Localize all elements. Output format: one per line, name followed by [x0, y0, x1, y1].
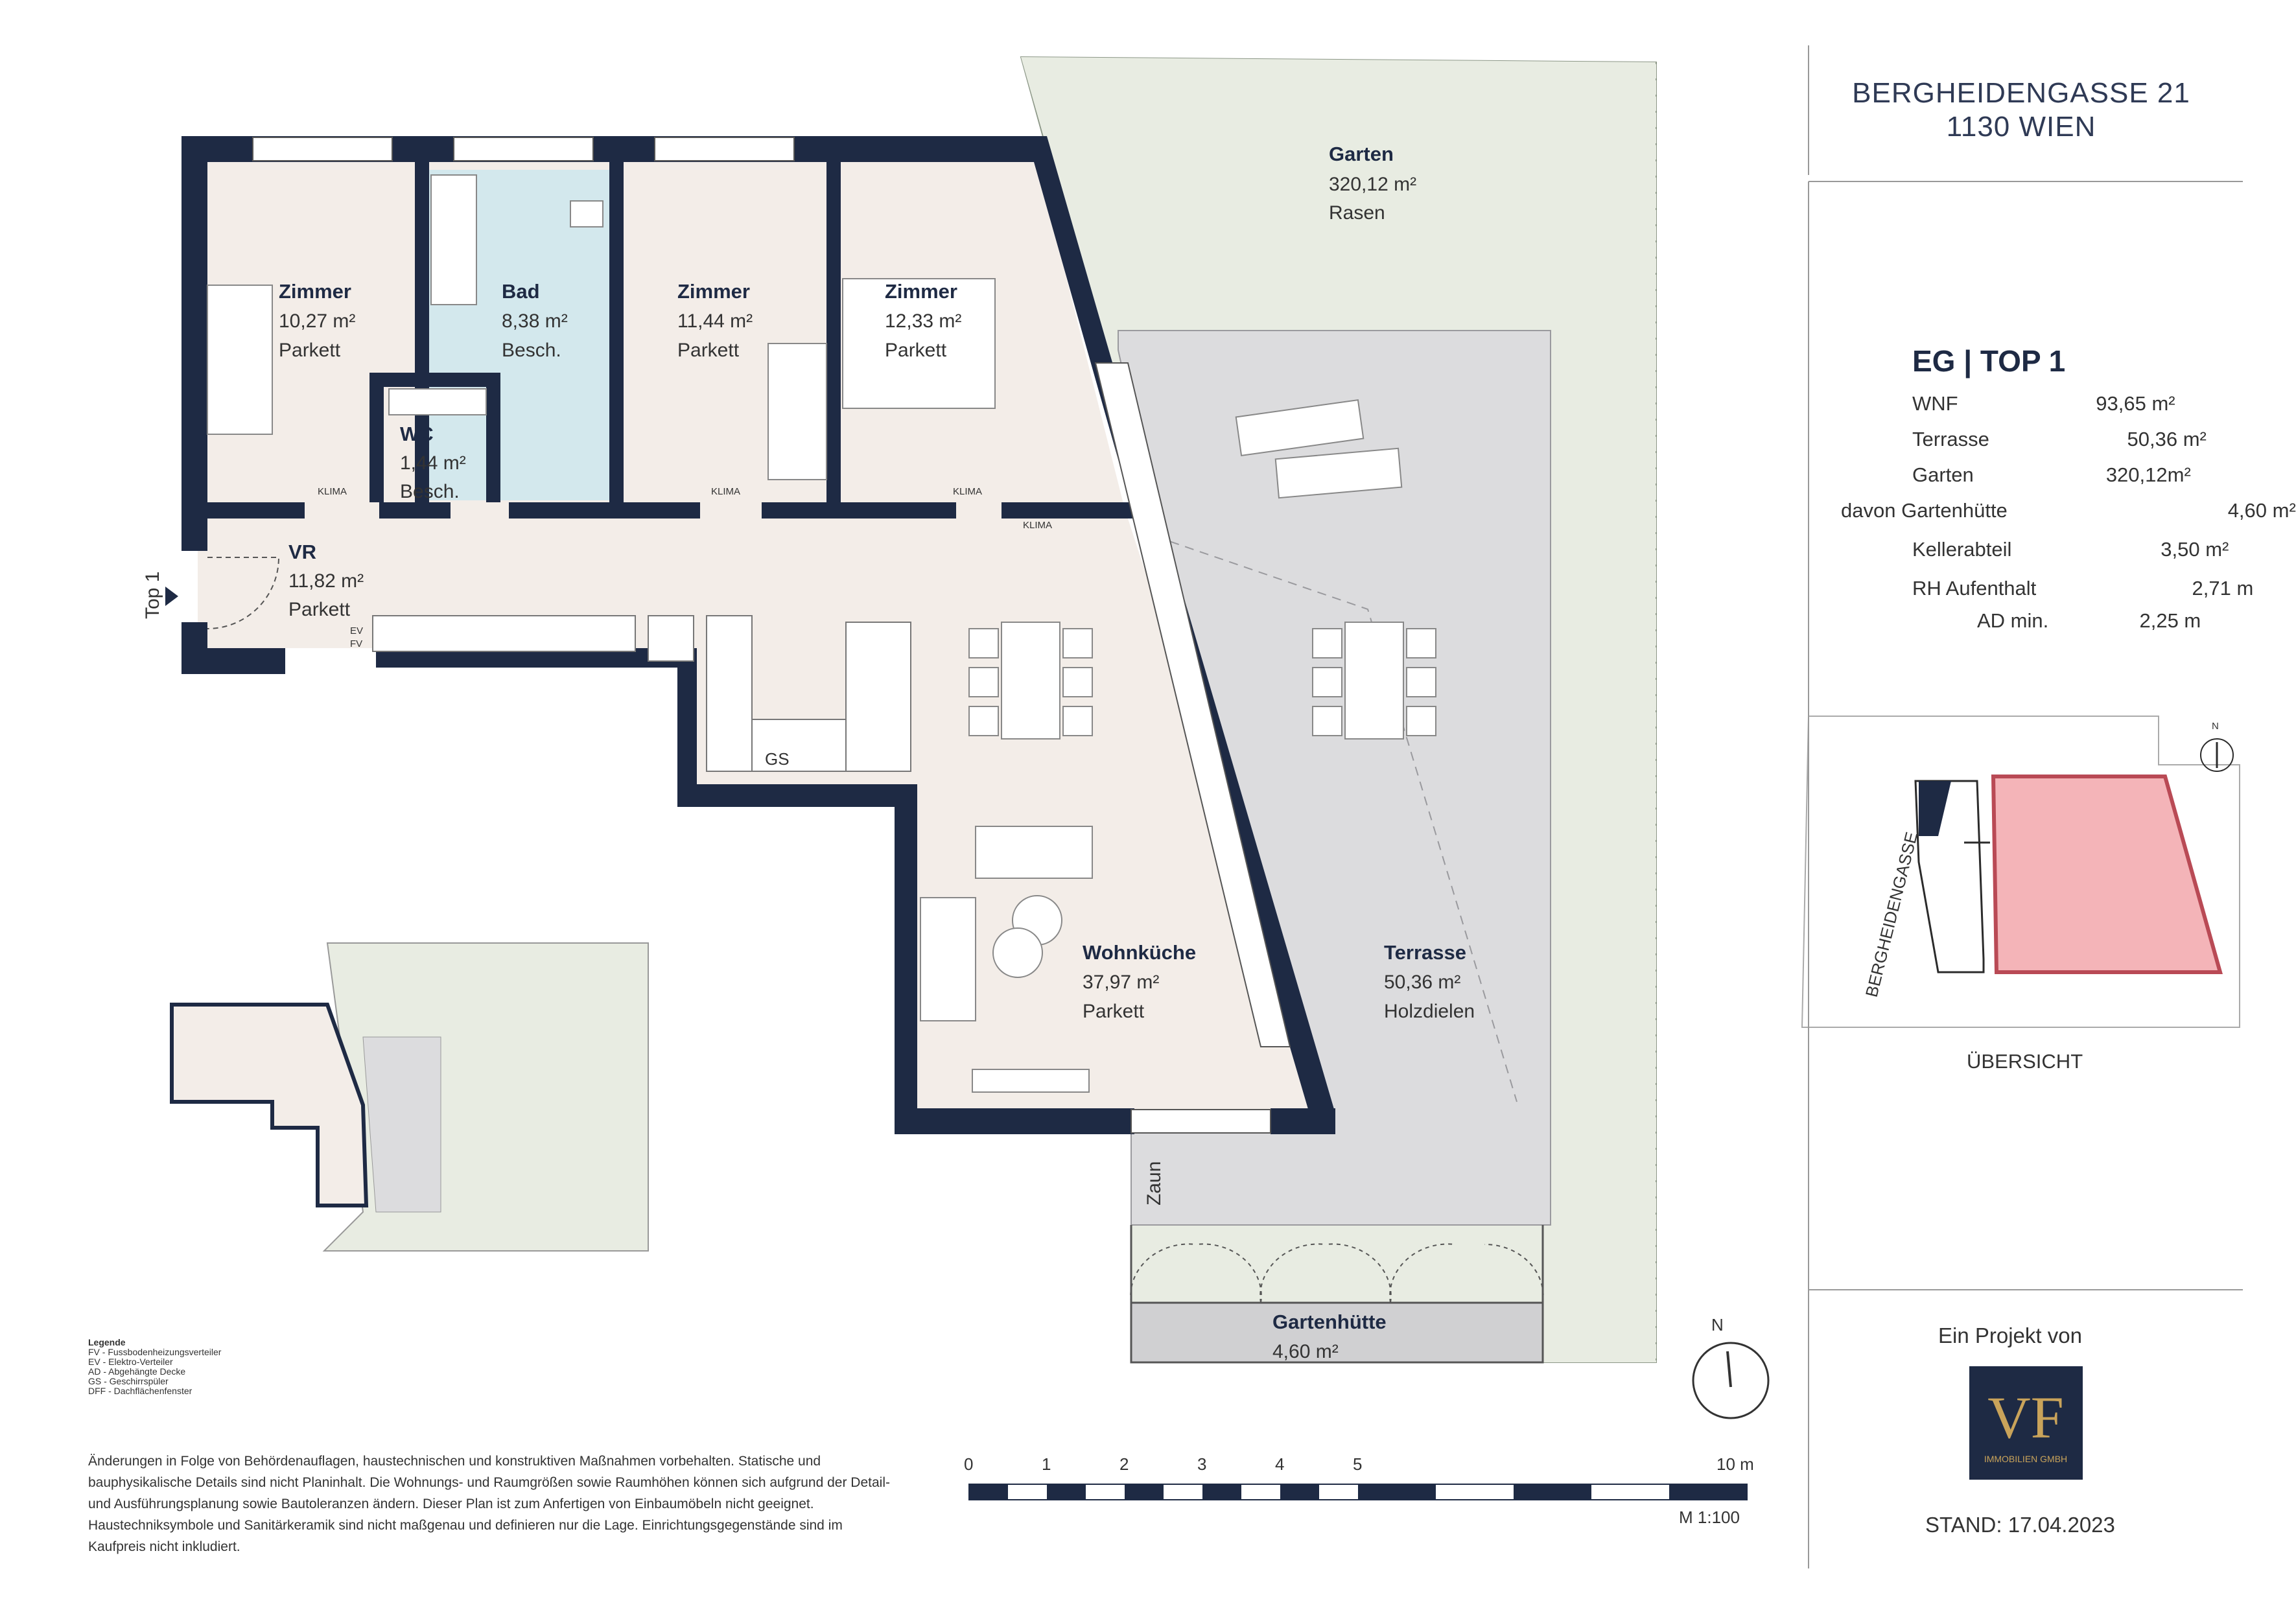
- legend: Legende FV - Fussbodenheizungsverteiler …: [88, 1338, 221, 1396]
- mini-apartment: [170, 1003, 369, 1207]
- address-line1: BERGHEIDENGASSE 21: [1852, 77, 2190, 109]
- height-row-ad: AD min. 2,25 m: [1977, 609, 2201, 633]
- room-wc-name: WC: [400, 423, 434, 445]
- entry-label: Top 1: [142, 572, 163, 619]
- scale-tick-0: 0: [964, 1454, 973, 1474]
- overview-north-label: N: [2212, 721, 2219, 732]
- room-garten-floor: Rasen: [1329, 202, 1385, 224]
- room-labels: Garten 320,12 m² Rasen Zimmer 10,27 m² P…: [279, 143, 1475, 1362]
- scale-tick-5: 5: [1353, 1454, 1362, 1474]
- legend-title: Legende: [88, 1337, 126, 1347]
- room-bad-name: Bad: [502, 280, 540, 303]
- klima-label-3: KLIMA: [953, 486, 982, 497]
- room-wc-floor: Besch.: [400, 481, 460, 502]
- area-row-terrasse: Terrasse 50,36 m²: [1912, 428, 2207, 451]
- address-line2: 1130 WIEN: [1946, 111, 2096, 143]
- overview-street-label: BERGHEIDENGASSE: [1862, 830, 1921, 999]
- developer-logo: [1969, 1366, 2083, 1480]
- room-garten-name: Garten: [1329, 143, 1394, 165]
- room-vr-name: VR: [288, 541, 316, 563]
- scale-tick-1: 1: [1042, 1454, 1051, 1474]
- fv-label: FV: [350, 638, 362, 649]
- room-gartenhuette-area: 4,60 m²: [1272, 1341, 1339, 1362]
- gartenhuette: [1130, 1301, 1544, 1364]
- room-bad-area: 8,38 m²: [502, 310, 568, 332]
- area-value: 4,60 m²: [2227, 499, 2296, 522]
- height-row-rh: RH Aufenthalt 2,71 m: [1912, 577, 2253, 600]
- kitchen: [372, 615, 911, 772]
- plan-small-labels: KLIMA KLIMA KLIMA KLIMA Top 1 EV FV GS Z…: [142, 486, 1724, 1334]
- overview-map: [1801, 716, 2240, 1028]
- room-terrasse-area: 50,36 m²: [1384, 972, 1460, 993]
- overview-label: ÜBERSICHT: [1967, 1050, 2083, 1073]
- room-bad-floor: Besch.: [502, 340, 561, 361]
- scale-ratio: M 1:100: [1679, 1508, 1740, 1527]
- area-label: Kellerabteil: [1912, 538, 2012, 561]
- zaun-label: Zaun: [1143, 1161, 1165, 1206]
- scale-end: 10 m: [1716, 1454, 1754, 1474]
- klima-label-1: KLIMA: [318, 486, 347, 497]
- room-zimmer3-floor: Parkett: [885, 340, 947, 361]
- room-zimmer1-name: Zimmer: [279, 280, 351, 303]
- compass: [1692, 1342, 1770, 1419]
- room-wohnkueche-name: Wohnküche: [1083, 941, 1196, 964]
- room-wohnkueche-floor: Parkett: [1083, 1001, 1145, 1022]
- area-label: WNF: [1912, 392, 1958, 415]
- room-zimmer2-floor: Parkett: [677, 340, 740, 361]
- compass-north-label: N: [1711, 1315, 1724, 1334]
- logo-text: VF: [1987, 1384, 2064, 1451]
- address-block: BERGHEIDENGASSE 21 1130 WIEN: [1801, 76, 2242, 144]
- legend-item: EV - Elektro-Verteiler: [88, 1357, 173, 1367]
- developer-intro: Ein Projekt von: [1938, 1323, 2082, 1347]
- room-zimmer1-area: 10,27 m²: [279, 310, 355, 332]
- legend-item: GS - Geschirrspüler: [88, 1376, 169, 1386]
- room-terrasse-floor: Holzdielen: [1384, 1001, 1475, 1022]
- room-vr-area: 11,82 m²: [288, 570, 364, 592]
- room-wohnkueche-area: 37,97 m²: [1083, 972, 1159, 993]
- room-wc-area: 1,44 m²: [400, 452, 466, 474]
- area-row-garten: Garten 320,12m²: [1912, 463, 2191, 487]
- room-zimmer3-name: Zimmer: [885, 280, 957, 303]
- stand-date: STAND: 17.04.2023: [1925, 1513, 2115, 1537]
- logo-subtext: IMMOBILIEN GMBH: [1984, 1454, 2067, 1464]
- klima-label-4: KLIMA: [1023, 520, 1052, 531]
- room-vr-floor: Parkett: [288, 599, 351, 620]
- area-label: davon Gartenhütte: [1841, 499, 2008, 522]
- legend-item: FV - Fussbodenheizungsverteiler: [88, 1347, 222, 1357]
- room-zimmer3-area: 12,33 m²: [885, 310, 961, 332]
- room-zimmer2-area: 11,44 m²: [677, 310, 753, 332]
- area-row-wnf: WNF 93,65 m²: [1912, 392, 2175, 415]
- height-value: 2,71 m: [2192, 577, 2254, 600]
- height-value: 2,25 m: [2139, 609, 2201, 632]
- area-value: 3,50 m²: [2161, 538, 2229, 561]
- area-row-gartenhuette: davon Gartenhütte 4,60 m²: [1841, 499, 2296, 522]
- room-zimmer1-floor: Parkett: [279, 340, 341, 361]
- area-value: 320,12m²: [2105, 463, 2191, 486]
- height-label: AD min.: [1977, 609, 2049, 632]
- area-label: Terrasse: [1912, 428, 1989, 450]
- gs-label: GS: [765, 749, 790, 769]
- scale-tick-2: 2: [1119, 1454, 1129, 1474]
- area-value: 50,36 m²: [2127, 428, 2207, 450]
- klima-label-2: KLIMA: [711, 486, 740, 497]
- legend-item: DFF - Dachflächenfenster: [88, 1386, 193, 1396]
- room-gartenhuette-name: Gartenhütte: [1272, 1311, 1387, 1333]
- area-row-keller: Kellerabteil 3,50 m²: [1912, 538, 2229, 561]
- scale-bar: [968, 1484, 1748, 1500]
- ev-label: EV: [350, 625, 363, 636]
- scale-labels: 0 1 2 3 4 5 10 m M 1:100: [964, 1454, 1754, 1527]
- room-garten-area: 320,12 m²: [1329, 174, 1416, 195]
- room-zimmer2-name: Zimmer: [677, 280, 750, 303]
- disclaimer: Änderungen in Folge von Behördenauflagen…: [88, 1454, 890, 1554]
- scale-tick-3: 3: [1197, 1454, 1206, 1474]
- area-value: 93,65 m²: [2096, 392, 2175, 415]
- scale-tick-4: 4: [1275, 1454, 1284, 1474]
- legend-item: AD - Abgehängte Decke: [88, 1366, 186, 1377]
- height-label: RH Aufenthalt: [1912, 577, 2037, 600]
- room-terrasse-name: Terrasse: [1384, 941, 1466, 964]
- area-label: Garten: [1912, 463, 1974, 486]
- unit-title: EG | TOP 1: [1912, 344, 2066, 378]
